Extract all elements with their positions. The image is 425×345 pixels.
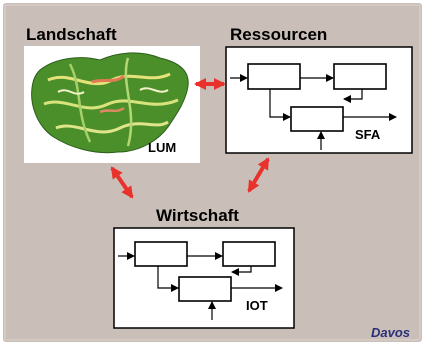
economy-block-a	[134, 241, 188, 267]
landscape-label: LUM	[148, 140, 176, 155]
economy-title: Wirtschaft	[156, 206, 239, 225]
resources-edge-b-c	[343, 89, 363, 103]
resources-edge-a-c	[269, 89, 291, 121]
link-landscape-economy	[110, 166, 134, 199]
resources-panel	[225, 46, 413, 154]
resources-node: SFA	[225, 46, 413, 154]
resources-title: Ressourcen	[230, 25, 327, 44]
resources-block-c	[290, 106, 344, 132]
resources-block-b	[333, 63, 387, 90]
landscape-title: Landschaft	[26, 25, 117, 44]
economy-block-b	[222, 241, 276, 267]
resources-block-a	[247, 63, 301, 90]
credit-label: Davos	[371, 325, 410, 340]
landscape-node: LUM	[24, 46, 200, 163]
economy-node: IOT	[113, 227, 295, 329]
economy-edge-a-c	[157, 266, 179, 292]
resources-label: SFA	[355, 127, 381, 142]
panel-highlight	[4, 4, 421, 341]
economy-edge-b-c	[231, 266, 252, 276]
economy-label: IOT	[246, 298, 268, 313]
link-resources-economy	[247, 157, 270, 193]
economy-block-c	[178, 276, 232, 302]
landscape-map-image	[31, 52, 189, 154]
